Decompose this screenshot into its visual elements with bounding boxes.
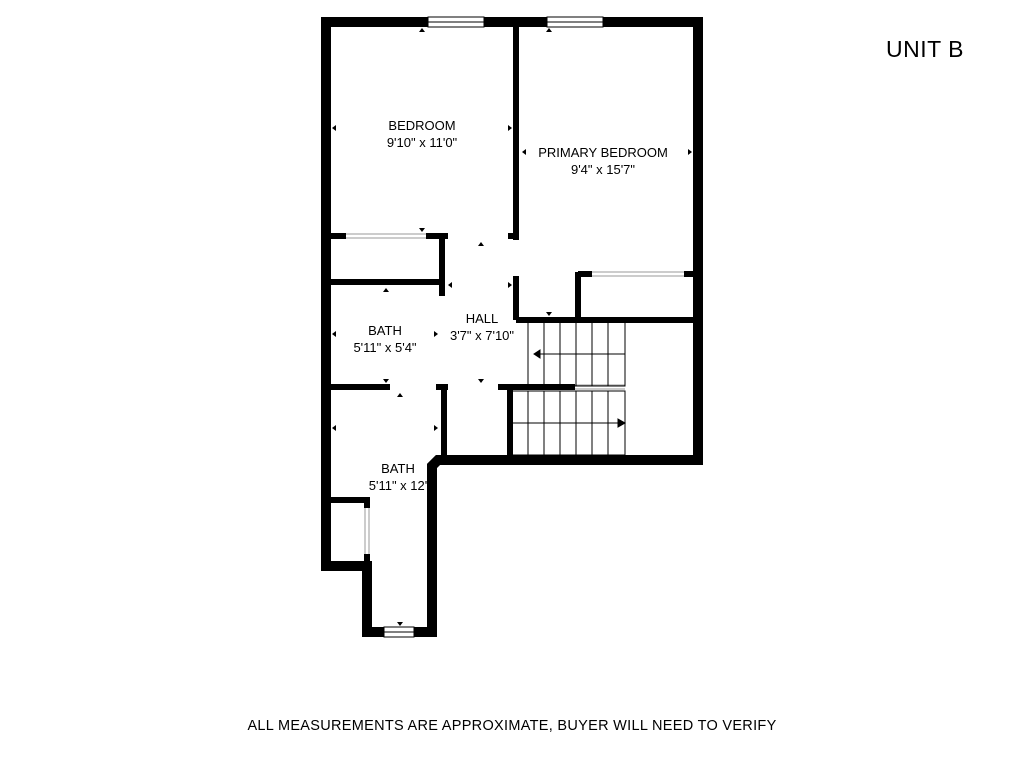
unit-label: UNIT B xyxy=(886,36,964,62)
door-bath2-nook xyxy=(363,508,371,554)
room-label-bath-1: BATH 5'11" x 5'4" xyxy=(353,322,416,356)
room-label-primary-bedroom: PRIMARY BEDROOM 9'4" x 15'7" xyxy=(538,144,668,178)
door-hall-bottom xyxy=(448,383,498,391)
opening-lines xyxy=(346,233,684,554)
outer-walls xyxy=(321,17,703,637)
dimension-ticks xyxy=(332,28,692,626)
room-name: BATH xyxy=(368,323,402,338)
door-stair-top xyxy=(575,383,625,391)
room-label-hall: HALL 3'7" x 7'10" xyxy=(450,310,514,344)
door-primary xyxy=(512,244,520,274)
room-name: HALL xyxy=(465,311,499,326)
room-name: BEDROOM xyxy=(388,118,456,133)
door-bath1 xyxy=(438,296,446,376)
wall-bath2-nook xyxy=(326,497,370,566)
door-bath2 xyxy=(390,383,436,391)
room-name: BATH xyxy=(381,461,415,476)
door-hall-top xyxy=(448,232,508,240)
room-label-bedroom: BEDROOM 9'10" x 11'0" xyxy=(387,117,457,151)
disclaimer-text: ALL MEASUREMENTS ARE APPROXIMATE, BUYER … xyxy=(247,718,777,734)
room-label-bath-2: BATH 5'11" x 12' xyxy=(369,460,428,494)
room-size: 5'11" x 5'4" xyxy=(353,340,417,355)
windows xyxy=(383,16,604,638)
room-size: 5'11" x 12' xyxy=(368,478,428,493)
room-size: 9'10" x 11'0" xyxy=(386,135,458,150)
room-size: 3'7" x 7'10" xyxy=(449,328,515,343)
stairs xyxy=(511,321,627,456)
door-closet2 xyxy=(592,270,684,278)
room-name: PRIMARY BEDROOM xyxy=(538,145,668,160)
openings xyxy=(346,232,684,554)
room-size: 9'4" x 15'7" xyxy=(570,162,636,177)
door-bedroom-closet xyxy=(346,232,426,240)
outer-wall-top xyxy=(321,17,703,637)
